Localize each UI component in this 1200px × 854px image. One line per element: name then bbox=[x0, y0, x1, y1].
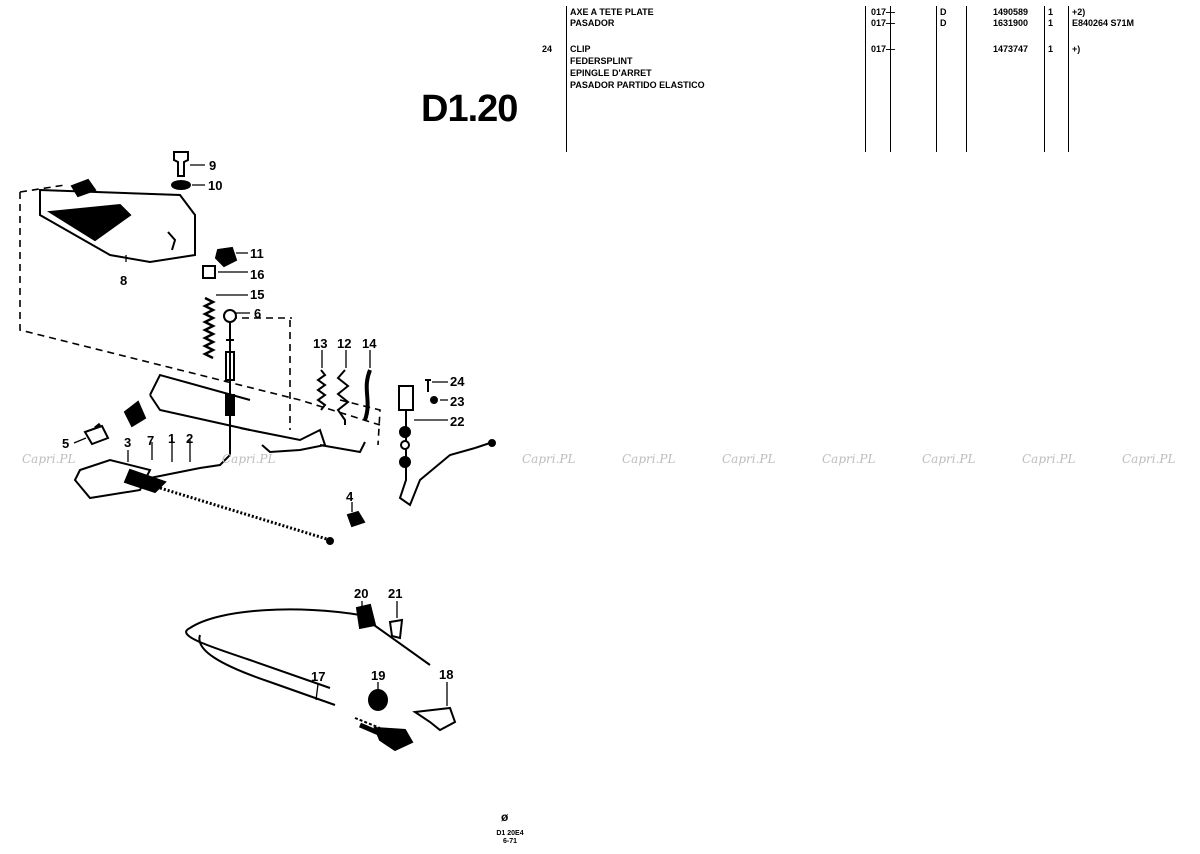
knob-19 bbox=[368, 689, 388, 711]
watermark: Capri.PL bbox=[822, 452, 876, 466]
row-from: 017— bbox=[871, 44, 896, 54]
callout-8: 8 bbox=[120, 273, 128, 288]
assembly-boundary bbox=[19, 184, 381, 430]
row-desc: PASADOR PARTIDO ELASTICO bbox=[570, 80, 705, 90]
footer-mark: ø bbox=[501, 810, 509, 824]
callout-14: 14 bbox=[362, 336, 377, 351]
cable bbox=[185, 608, 431, 689]
column-divider bbox=[890, 6, 891, 152]
callout-17: 17 bbox=[311, 669, 326, 684]
spring-13 bbox=[316, 369, 327, 411]
row-desc: PASADOR bbox=[570, 18, 615, 28]
callout-7: 7 bbox=[147, 433, 155, 448]
clip-23 bbox=[430, 396, 438, 404]
washer bbox=[171, 180, 191, 190]
rod-assembly bbox=[73, 458, 152, 500]
lever bbox=[239, 427, 327, 454]
small-clip bbox=[346, 510, 366, 528]
assembly-boundary bbox=[339, 399, 381, 446]
cross-tube bbox=[149, 373, 251, 431]
watermark: Capri.PL bbox=[722, 452, 776, 466]
bolt bbox=[173, 151, 189, 177]
bracket bbox=[123, 400, 147, 428]
callout-20: 20 bbox=[354, 586, 369, 601]
row-from: 017— bbox=[871, 7, 896, 17]
watermark: Capri.PL bbox=[22, 452, 76, 466]
row-item: 24 bbox=[542, 44, 553, 54]
callout-21: 21 bbox=[388, 586, 403, 601]
spring-12 bbox=[336, 369, 350, 425]
row-qty: 1 bbox=[1048, 7, 1054, 17]
rod-end bbox=[223, 309, 237, 323]
spring-14 bbox=[363, 369, 372, 421]
row-part: 1473747 bbox=[993, 44, 1029, 54]
callout-16: 16 bbox=[250, 267, 265, 282]
threaded-rod bbox=[159, 486, 331, 542]
housing-lever bbox=[46, 203, 132, 242]
row-qty: 1 bbox=[1048, 44, 1054, 54]
column-divider bbox=[1068, 6, 1069, 152]
grommet bbox=[355, 603, 377, 630]
callout-22: 22 bbox=[450, 414, 465, 429]
row-remark: E840264 S71M bbox=[1072, 18, 1135, 28]
callout-10: 10 bbox=[208, 178, 223, 193]
row-from: 017— bbox=[871, 18, 896, 28]
footer-ref-line1: D1 20E4 bbox=[496, 830, 524, 837]
callout-3: 3 bbox=[124, 435, 132, 450]
footer-reference: D1 20E4 6-71 bbox=[480, 830, 540, 846]
watermark: Capri.PL bbox=[1122, 452, 1176, 466]
watermark: Capri.PL bbox=[1022, 452, 1076, 466]
row-part: 1490589 bbox=[993, 7, 1029, 17]
page-code: D1.20 bbox=[421, 88, 518, 130]
spring bbox=[202, 296, 216, 360]
callout-5: 5 bbox=[62, 436, 70, 451]
row-desc: CLIP bbox=[570, 44, 591, 54]
row-ver: D bbox=[940, 7, 947, 17]
watermark: Capri.PL bbox=[522, 452, 576, 466]
t-handle bbox=[412, 706, 457, 732]
row-remark: +2) bbox=[1072, 7, 1086, 17]
footer-ref-line2: 6-71 bbox=[502, 838, 517, 845]
column-divider bbox=[936, 6, 937, 152]
callout-19: 19 bbox=[371, 668, 386, 683]
nut bbox=[214, 246, 238, 268]
housing bbox=[39, 188, 196, 264]
parts-table: AXE A TETE PLATE 017— D 1490589 1 +2) PA… bbox=[538, 2, 1138, 152]
watermark: Capri.PL bbox=[622, 452, 676, 466]
row-qty: 1 bbox=[1048, 18, 1054, 28]
watermark: Capri.PL bbox=[222, 452, 276, 466]
column-divider bbox=[1044, 6, 1045, 152]
column-divider bbox=[966, 6, 967, 152]
housing-knob bbox=[70, 178, 97, 198]
callout-9: 9 bbox=[209, 158, 217, 173]
row-remark: +) bbox=[1072, 44, 1081, 54]
row-desc: AXE A TETE PLATE bbox=[570, 7, 654, 17]
watermark: Capri.PL bbox=[922, 452, 976, 466]
callout-18: 18 bbox=[439, 667, 454, 682]
bushing bbox=[202, 265, 216, 279]
pin bbox=[425, 379, 431, 392]
column-divider bbox=[566, 6, 567, 152]
link-22 bbox=[398, 385, 414, 411]
callout-23: 23 bbox=[450, 394, 465, 409]
callout-24: 24 bbox=[450, 374, 465, 389]
row-desc: EPINGLE D'ARRET bbox=[570, 68, 652, 78]
callout-4: 4 bbox=[346, 489, 354, 504]
row-part: 1631900 bbox=[993, 18, 1029, 28]
row-desc: FEDERSPLINT bbox=[570, 56, 633, 66]
callout-13: 13 bbox=[313, 336, 328, 351]
callout-11: 11 bbox=[250, 246, 264, 261]
callout-1: 1 bbox=[168, 431, 176, 446]
clamp bbox=[388, 618, 404, 640]
rod bbox=[225, 322, 235, 400]
column-divider bbox=[865, 6, 866, 152]
row-ver: D bbox=[940, 18, 947, 28]
callout-12: 12 bbox=[337, 336, 352, 351]
callout-15: 15 bbox=[250, 287, 265, 302]
callout-6: 6 bbox=[254, 306, 262, 321]
callout-2: 2 bbox=[186, 431, 194, 446]
